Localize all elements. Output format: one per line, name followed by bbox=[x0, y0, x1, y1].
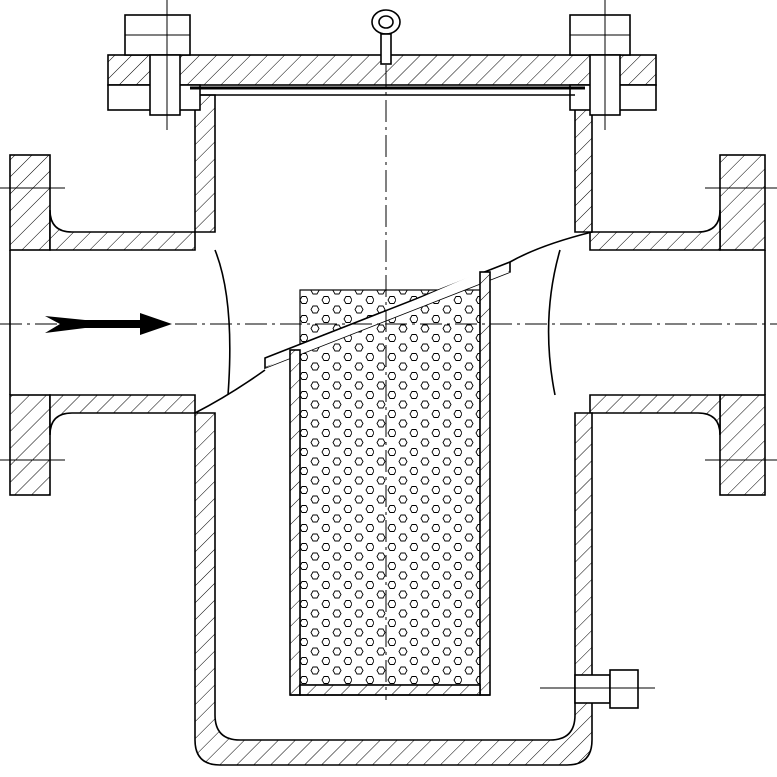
cover-bolt-right bbox=[569, 0, 631, 130]
eye-bolt-icon bbox=[371, 9, 401, 65]
outlet-flange bbox=[589, 154, 777, 496]
flow-arrow-icon bbox=[45, 313, 172, 335]
inlet-flange bbox=[0, 154, 196, 496]
cover-bolt-left bbox=[124, 0, 191, 130]
drain-plug bbox=[540, 669, 655, 709]
strainer-body bbox=[194, 94, 593, 766]
strainer-basket bbox=[264, 260, 511, 696]
